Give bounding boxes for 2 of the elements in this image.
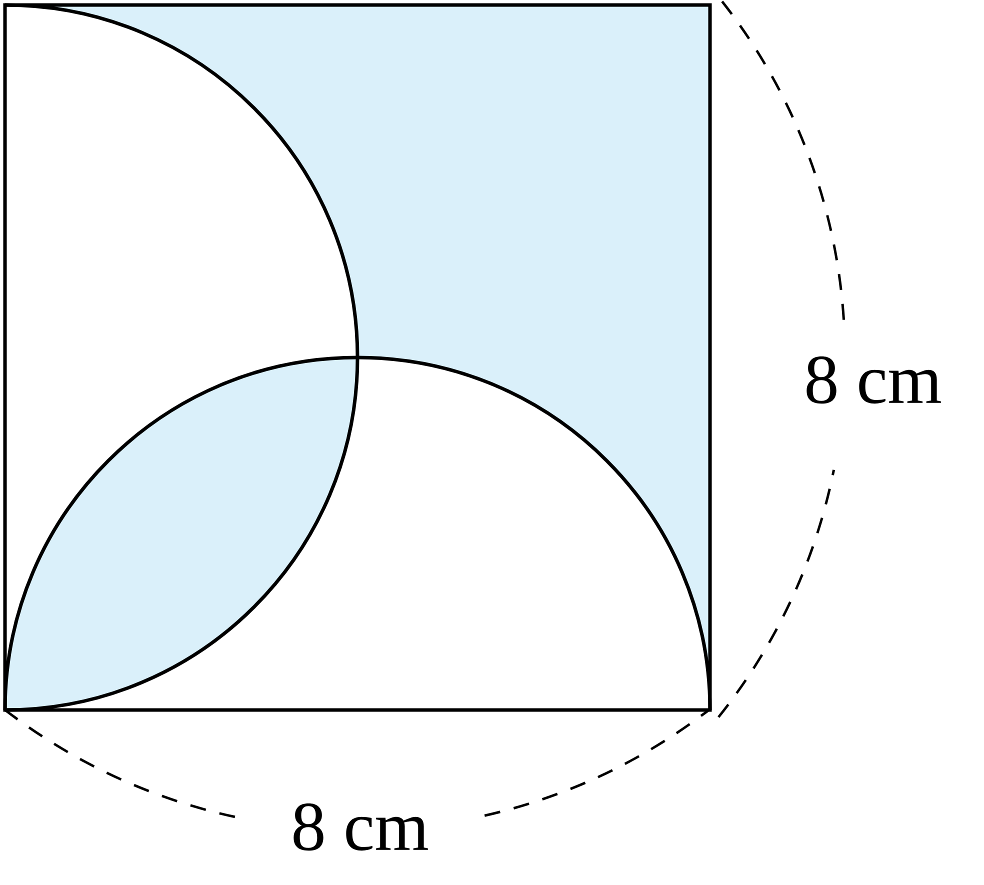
- dimension-label: 8 cm: [806, 356, 941, 404]
- dimension-label: 8 cm: [294, 803, 428, 851]
